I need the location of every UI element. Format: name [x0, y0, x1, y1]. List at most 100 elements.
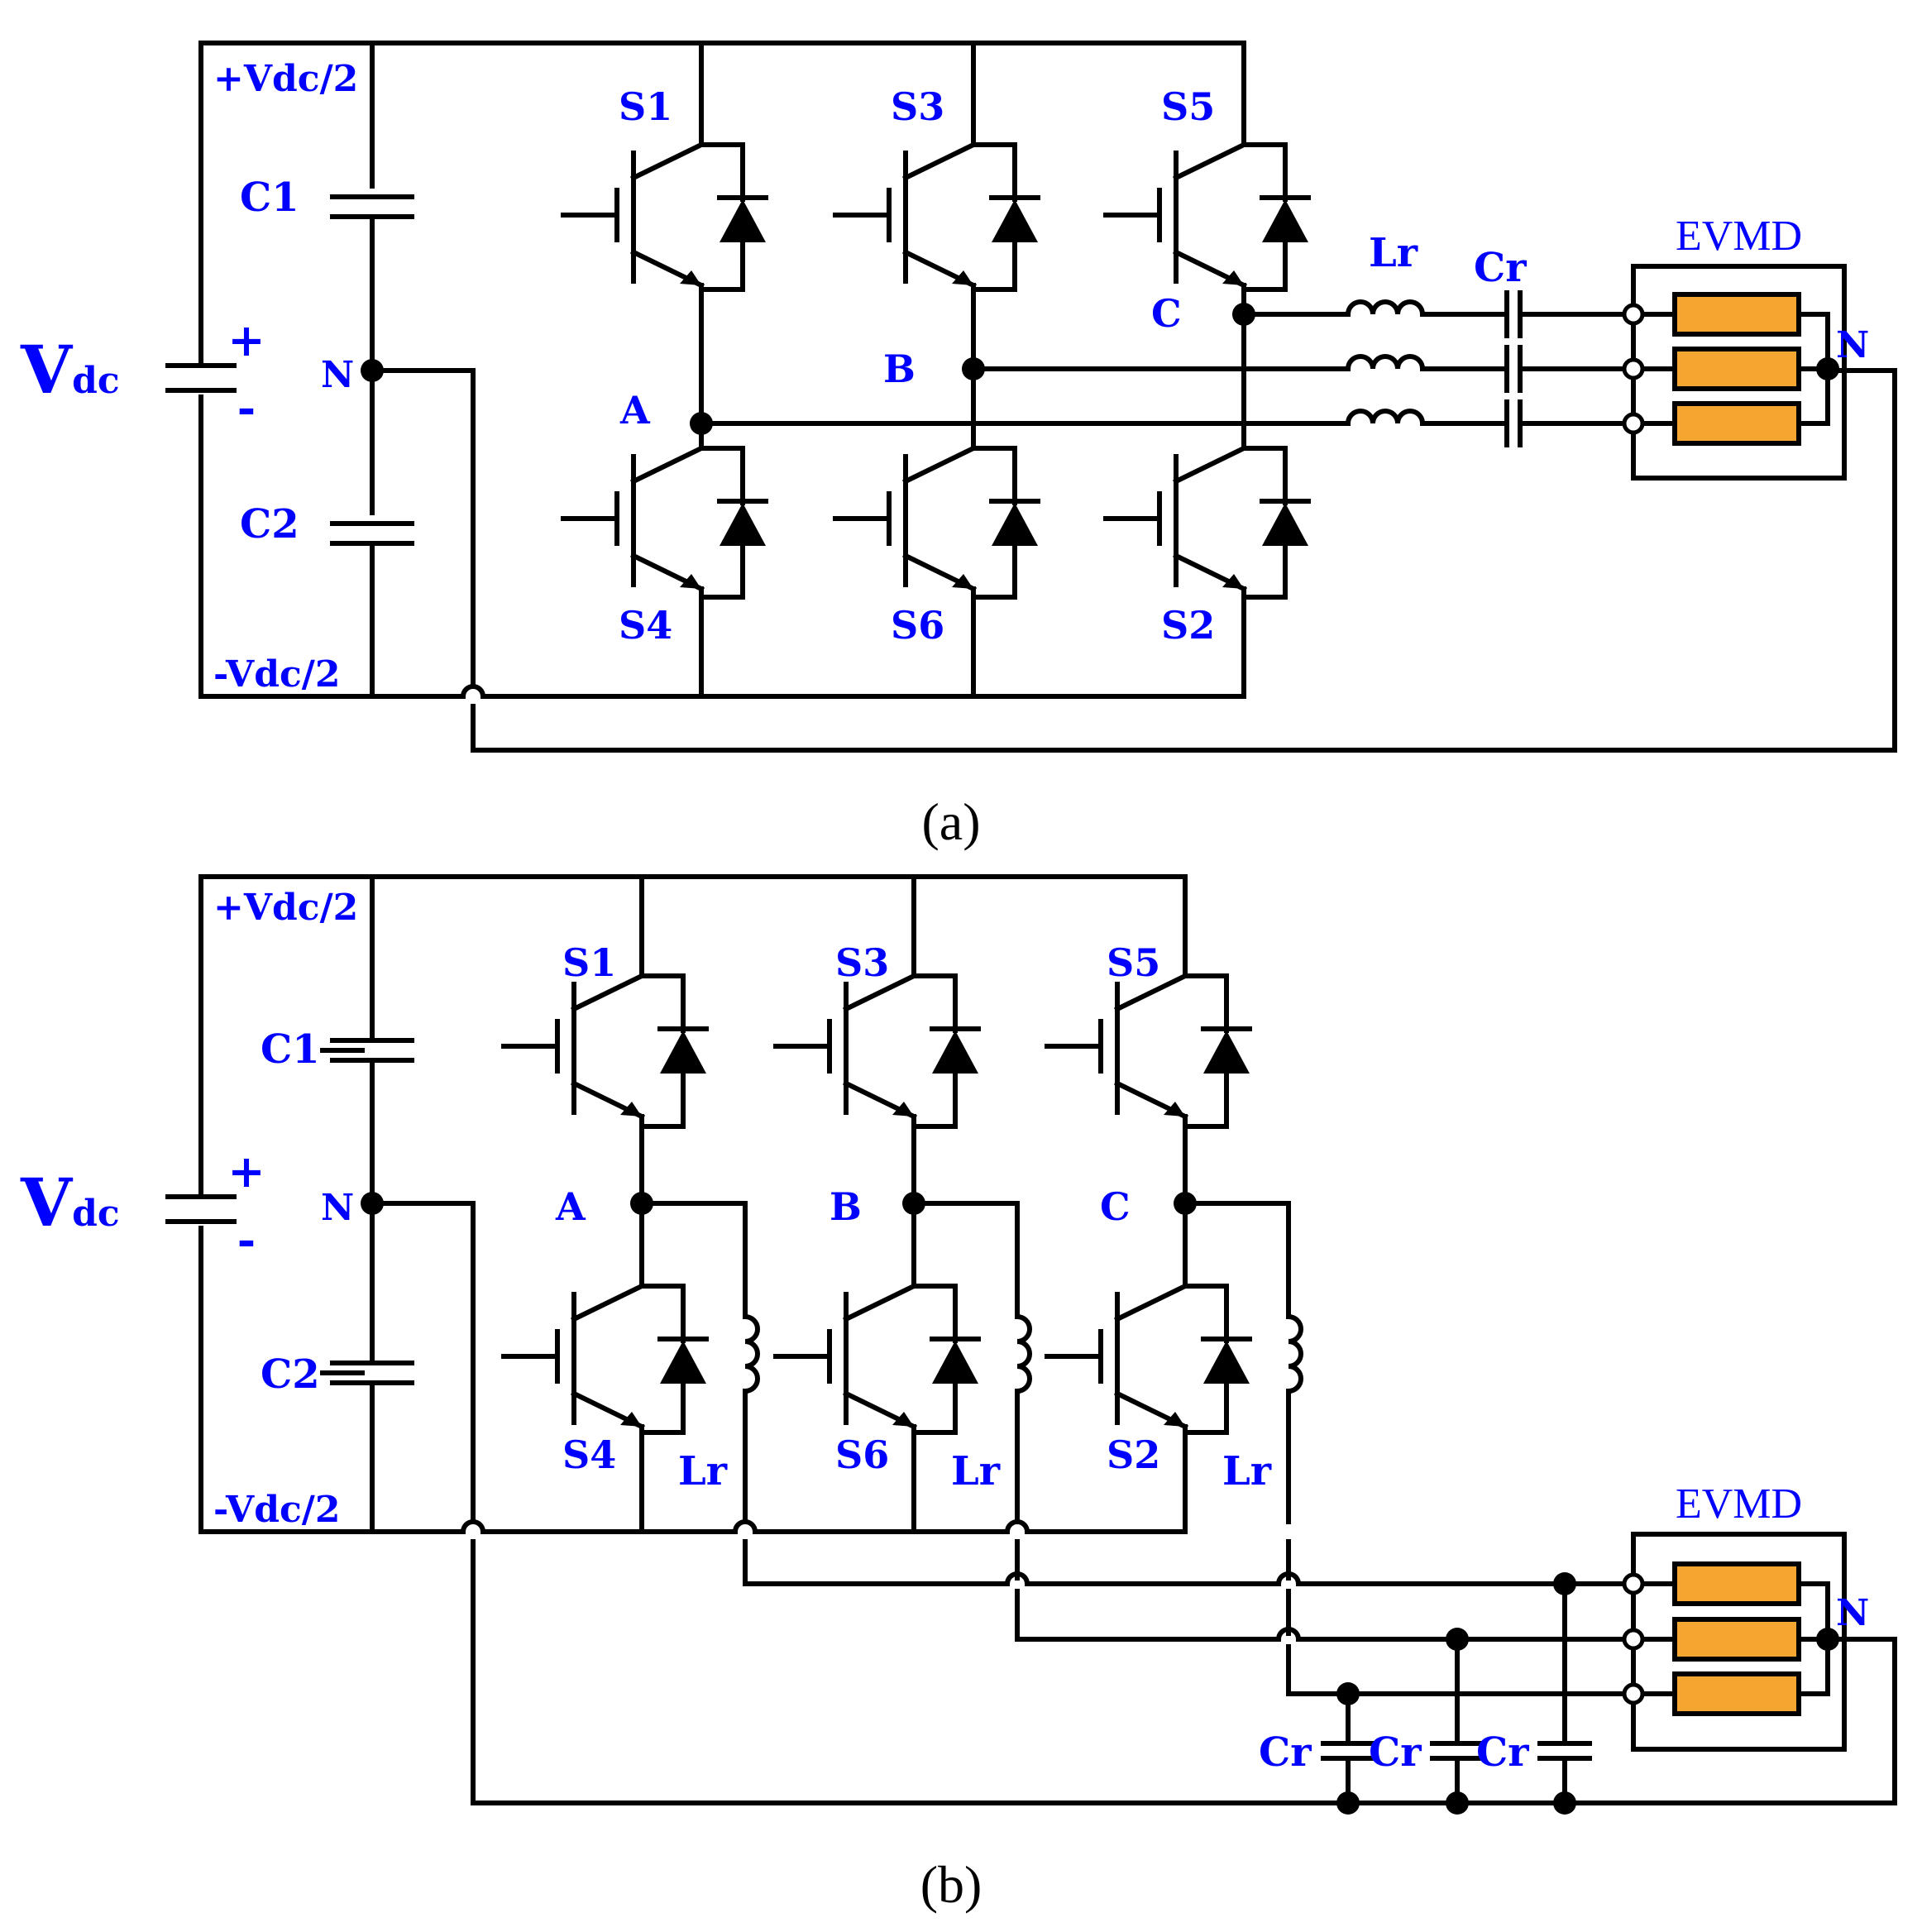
- motor-evmd: EVMD: [1622, 213, 1847, 481]
- wire-gap: [1277, 1636, 1300, 1644]
- cr-label: Cr: [1474, 245, 1527, 291]
- neutral-return: [471, 1539, 1897, 1805]
- inductor-coil: [1345, 354, 1426, 372]
- inductor-lr-3: [1285, 1313, 1303, 1394]
- igbt-bottom-3: [1045, 1282, 1252, 1435]
- cr-star-junction: [1446, 1791, 1469, 1815]
- c1-label: C1: [240, 175, 299, 221]
- s4-label: S4: [619, 603, 672, 648]
- inductor-coil: [1014, 1313, 1032, 1394]
- igbt-emitter-arrow: [680, 574, 701, 589]
- midpoint-label: N: [321, 354, 354, 396]
- neutral-return: [370, 1201, 476, 1524]
- cr-star-junction: [1553, 1791, 1576, 1815]
- dc-source: [165, 1194, 237, 1224]
- igbt-bottom-1: [501, 1282, 709, 1435]
- igbt-collector: [1113, 1282, 1189, 1323]
- crossover: [460, 1519, 486, 1535]
- capacitor-c2: [330, 521, 414, 546]
- crossover: [1004, 1571, 1030, 1587]
- igbt-emitter-arrow: [1164, 1412, 1185, 1427]
- igbt-emitter-arrow: [620, 1102, 642, 1117]
- neutral-return: [471, 368, 1897, 753]
- motor-winding-1: [1672, 292, 1801, 337]
- phase-a-label: A: [619, 388, 651, 433]
- diode-lead: [971, 142, 1017, 187]
- inductor-lr-3: [1345, 409, 1426, 427]
- igbt-emitter-arrow: [952, 270, 973, 285]
- crossover: [1275, 1627, 1302, 1643]
- diode-triangle: [720, 503, 766, 546]
- cr-star-junction: [1336, 1791, 1360, 1815]
- igbt-top-1: [501, 972, 709, 1129]
- igbt-bottom-3: [1103, 444, 1311, 600]
- wire: [1183, 1201, 1291, 1319]
- s1-label: S1: [562, 940, 616, 985]
- neutral-label: N: [1836, 324, 1869, 366]
- diode-triangle: [932, 1031, 978, 1074]
- source-minus: -: [237, 1213, 256, 1266]
- motor-winding-2: [1672, 1617, 1801, 1662]
- c2-label: C2: [240, 501, 299, 548]
- diode-triangle: [992, 503, 1038, 546]
- diode-lead: [911, 1284, 958, 1328]
- s2-label: S2: [1107, 1432, 1160, 1477]
- source-label-main: V: [20, 1164, 74, 1241]
- c1-label: C1: [261, 1026, 320, 1073]
- wire-gap: [461, 1524, 485, 1539]
- phase-b-output: [1015, 1539, 1636, 1642]
- source-label-main: V: [20, 331, 74, 409]
- rail-bottom-label: -Vdc/2: [213, 1489, 340, 1531]
- source-label: Vdc: [20, 1164, 120, 1241]
- rail-top-label: +Vdc/2: [213, 887, 358, 929]
- neutral-label: N: [1836, 1592, 1869, 1634]
- igbt-emitter-arrow: [1164, 1102, 1185, 1117]
- crossover: [1275, 1571, 1302, 1587]
- phase-c-label: C: [1151, 291, 1182, 336]
- cr-label-2: Cr: [1369, 1729, 1422, 1776]
- crossover-0: [732, 1519, 758, 1535]
- diode-triangle: [932, 1341, 978, 1384]
- igbt-top-1: [561, 141, 768, 292]
- igbt-bottom-2: [833, 444, 1040, 600]
- motor-terminal: [1622, 412, 1645, 435]
- diode-triangle: [1203, 1341, 1250, 1384]
- igbt-emitter-arrow: [892, 1412, 914, 1427]
- wire-gap: [734, 1524, 757, 1539]
- igbt-bottom-1: [561, 444, 768, 600]
- igbt-top-2: [833, 141, 1040, 292]
- diode-lead: [1241, 446, 1288, 490]
- phase-a-output: [743, 1539, 1636, 1586]
- motor-terminal: [1622, 1682, 1645, 1705]
- phase-b-label: B: [883, 347, 916, 391]
- lr-label-2: Lr: [951, 1448, 1001, 1494]
- s4-label: S4: [562, 1432, 616, 1477]
- diode-lead: [1241, 240, 1288, 292]
- diode-lead: [1241, 543, 1288, 600]
- igbt-emitter-arrow: [952, 574, 973, 589]
- diode-lead: [699, 142, 745, 187]
- igbt-emitter-arrow: [892, 1102, 914, 1117]
- s1-label: S1: [619, 84, 672, 129]
- igbt-collector: [1113, 972, 1189, 1013]
- cr-label-1: Cr: [1259, 1729, 1312, 1776]
- motor-label: EVMD: [1676, 1480, 1802, 1528]
- wire: [911, 1201, 1020, 1319]
- igbt-collector: [570, 1282, 646, 1323]
- crossover: [460, 684, 486, 700]
- capacitor-c1: [330, 194, 414, 219]
- wire: [639, 1201, 748, 1319]
- wire-gap: [1006, 1581, 1029, 1589]
- diode-lead: [1183, 973, 1229, 1018]
- diode-triangle: [1262, 199, 1308, 242]
- inductor-coil: [1345, 409, 1426, 427]
- inductor-coil: [1345, 299, 1426, 318]
- motor-terminal: [1622, 303, 1645, 326]
- s3-label: S3: [835, 940, 889, 985]
- igbt-collector: [901, 141, 978, 182]
- igbt-top-3: [1103, 141, 1311, 292]
- lr-label: Lr: [1369, 230, 1418, 276]
